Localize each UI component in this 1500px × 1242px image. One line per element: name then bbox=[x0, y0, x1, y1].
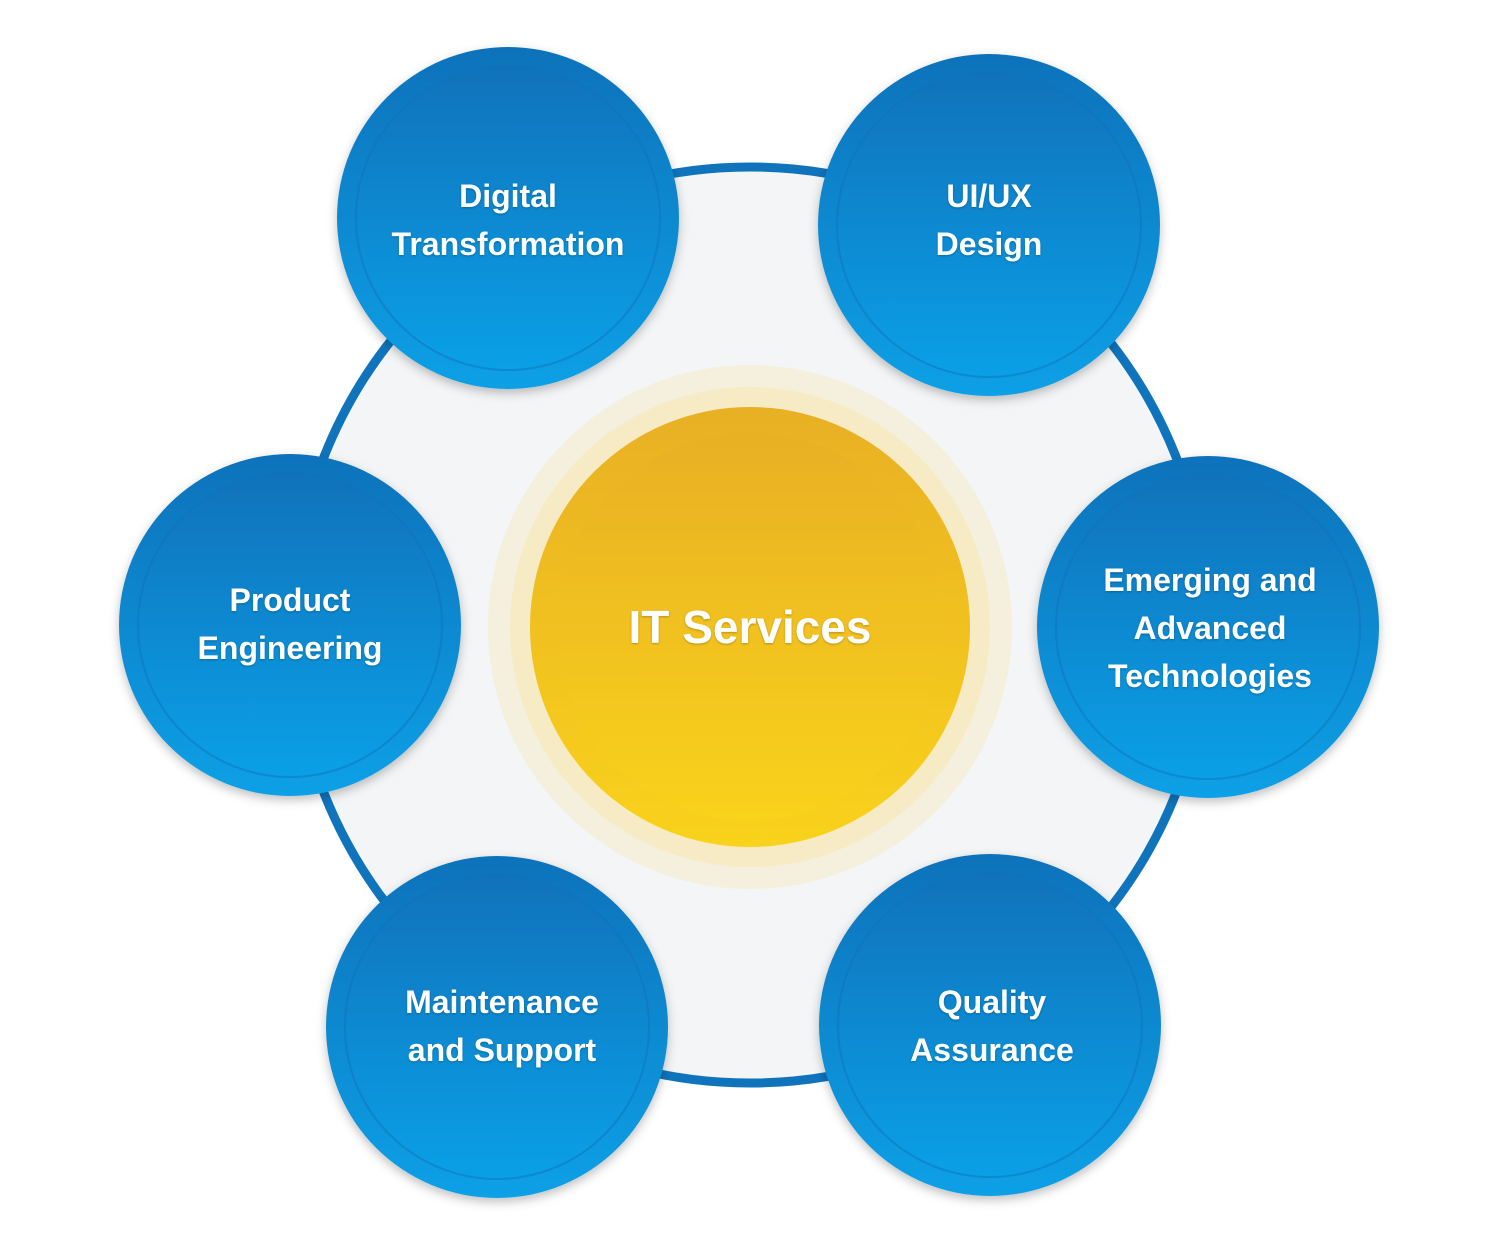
center-label: IT Services bbox=[628, 601, 872, 653]
service-node-inner-quality-assurance bbox=[837, 872, 1143, 1178]
node-label-quality-assurance: Quality Assurance bbox=[910, 984, 1074, 1068]
service-node-inner-maintenance-support bbox=[344, 874, 650, 1180]
node-label-ui-ux-design: UI/UX Design bbox=[935, 178, 1043, 262]
service-nodes bbox=[119, 47, 1379, 1198]
service-node-inner-emerging-technologies bbox=[1055, 474, 1361, 780]
node-label-product-engineering: Product Engineering bbox=[197, 582, 383, 666]
node-label-maintenance-support: Maintenance and Support bbox=[405, 984, 599, 1068]
service-node-inner-digital-transformation bbox=[355, 65, 661, 371]
node-label-digital-transformation: Digital Transformation bbox=[391, 178, 625, 262]
center-circle-inner bbox=[556, 433, 944, 821]
service-node-inner-ui-ux-design bbox=[836, 72, 1142, 378]
service-node-inner-product-engineering bbox=[137, 472, 443, 778]
node-label-emerging-technologies: Emerging and Advanced Technologies bbox=[1103, 562, 1317, 694]
